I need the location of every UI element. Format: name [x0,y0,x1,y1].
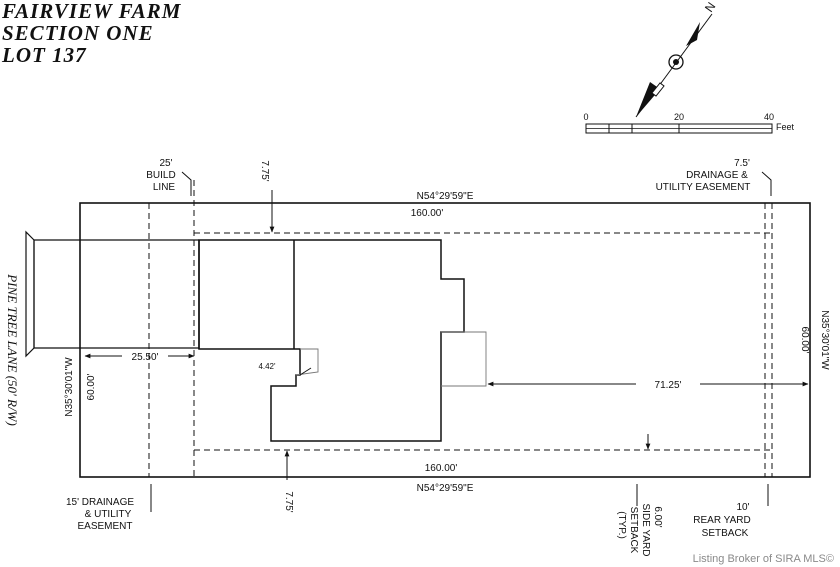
scale-unit-label: Feet [776,122,795,132]
patio [295,331,487,387]
rear-yard-setback-label: 10' [736,502,749,513]
driveway [25,230,199,358]
build-line-label: 25' [159,158,172,169]
north-arrow-icon: N [635,0,718,118]
drainage-easement-bottom-label: & UTILITY [85,509,132,520]
front-yard-dimension: 25.50' [132,352,159,363]
leader-lines [150,171,772,512]
right-distance: 60.00' [799,327,810,354]
mls-watermark: Listing Broker of SIRA MLS© [692,553,834,565]
drainage-easement-label: DRAINAGE & [686,170,748,181]
setback-lines [148,180,773,477]
subdivision-name: FAIRVIEW FARM [2,0,182,23]
bottom-bearing: N54°29'59"E [417,483,474,494]
jog-dimension: 4.42' [258,362,276,371]
rear-yard-setback-label: SETBACK [702,528,749,539]
house-footprint [198,239,465,442]
side-yard-setback-label: (TYP.) [616,511,627,539]
right-bearing: N35°30'01"W [819,310,830,370]
side-yard-setback-label: 6.00' [652,506,663,527]
rear-yard-dimension: 71.25' [655,380,682,391]
front-setback-label: 7.75' [259,160,270,181]
lot-title: FAIRVIEW FARM SECTION ONE LOT 137 [2,0,181,66]
drainage-easement-bottom-label: 15' DRAINAGE [66,497,134,508]
annotations: 25' BUILD LINE 7.5' DRAINAGE & UTILITY E… [5,158,830,556]
bottom-distance: 160.00' [425,463,458,474]
rear-yard-setback-label: REAR YARD [693,515,750,526]
drainage-easement-bottom-label: EASEMENT [77,521,132,532]
drainage-easement-label: UTILITY EASEMENT [656,182,751,193]
lot-boundary [79,202,811,478]
left-distance: 60.00' [86,373,97,400]
section-name: SECTION ONE [2,21,154,45]
scale-tick-20: 20 [674,112,684,122]
top-distance: 160.00' [411,208,444,219]
dimension-lines [84,190,809,480]
scale-tick-40: 40 [764,112,774,122]
lot-number: LOT 137 [2,43,87,67]
scale-tick-0: 0 [583,112,588,122]
front-setback-label: 7.75' [283,491,294,512]
side-yard-setback-label: SIDE YARD [640,504,651,557]
left-bearing: N35°30'01"W [64,357,75,417]
scale-bar: 0 20 40 [583,112,774,134]
build-line-label: LINE [153,182,176,193]
street-name: PINE TREE LANE (50' R/W) [5,273,20,426]
north-label: N [702,0,718,15]
build-line-label: BUILD [146,170,175,181]
drainage-easement-label: 7.5' [734,158,750,169]
side-yard-setback-label: SETBACK [628,507,639,554]
top-bearing: N54°29'59"E [417,191,474,202]
